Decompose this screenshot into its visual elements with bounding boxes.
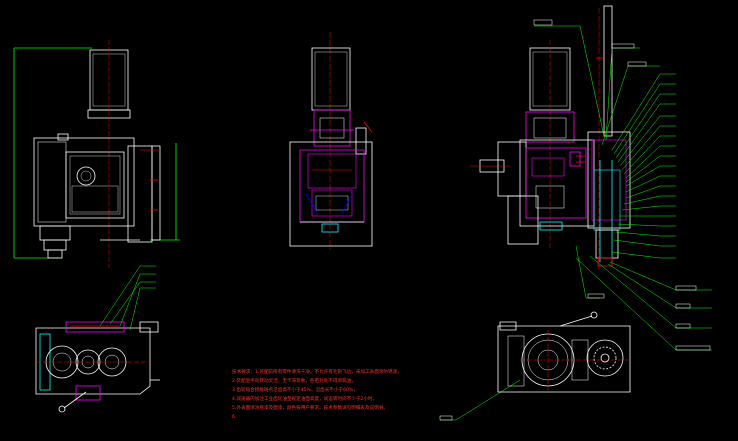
side-section-view <box>470 5 631 270</box>
plan-view <box>497 311 631 393</box>
callout-boxes <box>439 19 711 421</box>
note-line-4: 4.减速器内加注工业齿轮油至规定油面高度，试运转时间不少于2小时， <box>232 395 377 402</box>
front-view <box>13 40 180 268</box>
note-line-6: 6. <box>232 414 236 420</box>
note-line-1: 技术要求：1.装配前所有零件清洗干净，不允许有毛刺飞边，未加工表面涂防锈漆， <box>232 368 402 375</box>
note-line-3: 3.齿轮啮合接触斑点沿齿高不小于45%，沿齿长不小于60%， <box>232 386 358 393</box>
technical-notes: 技术要求：1.装配前所有零件清洗干净，不允许有毛刺飞边，未加工表面涂防锈漆， 2… <box>232 368 402 420</box>
note-line-2: 2.装配后手动转动灵活，无卡滞现象，各密封处不得渗漏油， <box>232 377 356 384</box>
top-view <box>35 265 160 413</box>
callout-ladder <box>611 73 676 259</box>
note-line-5: 5.外表面喷涂底漆及面漆，颜色按用户要求。技术参数详见明细表及说明书。 <box>232 404 388 411</box>
section-view <box>289 32 373 250</box>
leader-lines <box>440 25 712 421</box>
